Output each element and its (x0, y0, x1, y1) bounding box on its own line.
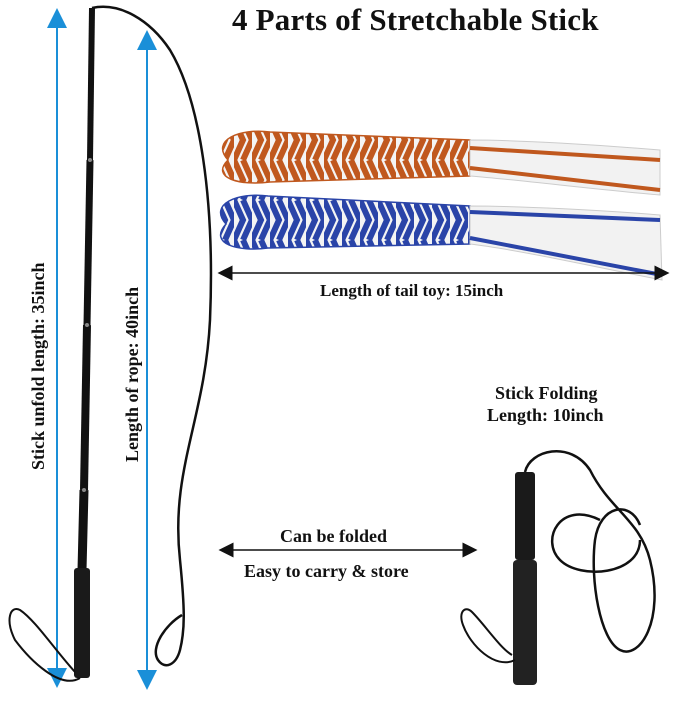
telescopic-stick (74, 7, 95, 678)
stick-folding-label: Stick Folding (495, 383, 598, 403)
can-be-folded-label: Can be folded (280, 526, 388, 546)
rope-length-label: Length of rope: 40inch (122, 286, 142, 462)
folded-stick (513, 450, 656, 685)
page-title: 4 Parts of Stretchable Stick (232, 2, 599, 37)
orange-tail-toy (221, 130, 661, 196)
easy-to-carry-label: Easy to carry & store (244, 561, 409, 581)
wrist-strap (460, 608, 516, 664)
elastic-rope (91, 5, 213, 667)
stick-folding-length-label: Length: 10inch (487, 405, 604, 425)
stick-unfold-length-label: Stick unfold length: 35inch (28, 262, 48, 470)
wrist-strap (8, 608, 81, 682)
blue-tail-toy (219, 194, 663, 281)
tail-toy-length-label: Length of tail toy: 15inch (320, 281, 504, 300)
